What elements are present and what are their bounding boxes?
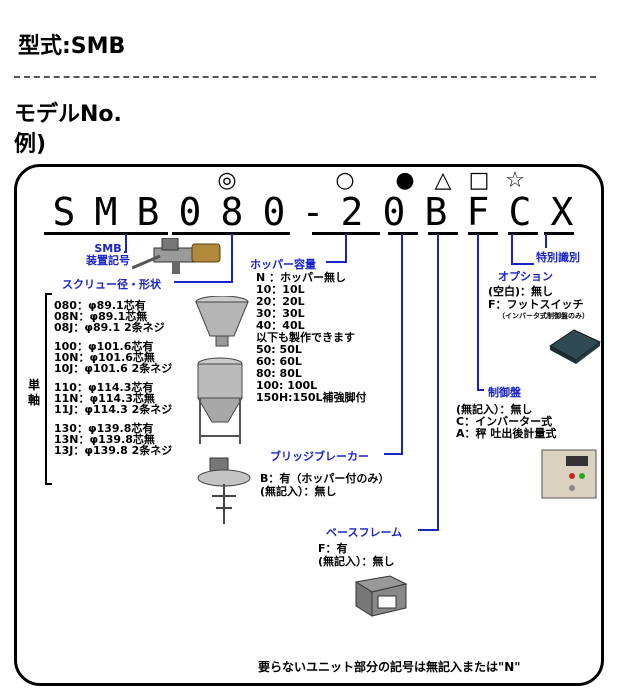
code-char-hyphen: - <box>301 190 325 234</box>
hopper-item: 100: 100L <box>256 379 318 392</box>
hopper-image <box>195 296 249 347</box>
code-char-0b: 0 <box>262 190 286 234</box>
label-device-mark: 装置記号 <box>86 254 130 267</box>
code-underline-base <box>428 232 458 235</box>
divider <box>14 76 596 78</box>
symbol-triangle: △ <box>434 168 452 193</box>
symbol-double-circle: ◎ <box>217 168 237 193</box>
base-item: (無記入）：無し <box>318 555 395 568</box>
symbol-circle: ○ <box>335 168 355 193</box>
screw-item: 100：φ101.6芯有 <box>54 340 154 353</box>
option-item: F：フットスイッチ <box>488 298 584 311</box>
code-underline-option <box>508 232 538 235</box>
screw-item: 11N：φ114.3芯無 <box>54 392 155 405</box>
screw-group: 130：φ139.8芯有 13N：φ139.8芯無 13J：φ139.8 2条ネ… <box>54 423 172 456</box>
code-char-0a: 0 <box>178 190 202 234</box>
hopper-item: 40：40L <box>256 319 305 332</box>
label-hopper: ホッパー容量 <box>250 258 316 271</box>
code-char-c: C <box>508 190 532 234</box>
screw-feeder-image <box>132 238 221 274</box>
code-char-0c: 0 <box>382 190 406 234</box>
screw-item: 13J：φ139.8 2条ネジ <box>54 444 173 457</box>
screw-group: 110：φ114.3芯有 11N：φ114.3芯無 11J：φ114.3 2条ネ… <box>54 382 172 415</box>
code-underline-bridge <box>388 232 418 235</box>
hopper-item: 20：20L <box>256 295 305 308</box>
base-list: F：有 (無記入）：無し <box>318 542 395 568</box>
hopper-item: 50: 50L <box>256 343 302 356</box>
label-screw: スクリュー径・形状 <box>62 278 161 291</box>
label-option: オプション <box>498 270 553 283</box>
code-char-s: S <box>52 190 76 234</box>
label-special: 特別識別 <box>536 251 580 264</box>
label-single-axis: 単軸 <box>28 378 41 407</box>
control-list: (無記入）：無し C：インバーター式 A：秤 吐出後計量式 <box>456 404 556 440</box>
screw-item: 130：φ139.8芯有 <box>54 422 154 435</box>
base-frame-image <box>354 575 408 617</box>
label-control-panel: 制御盤 <box>488 386 521 399</box>
control-item: (無記入）：無し <box>456 403 533 416</box>
option-note: （インバータ式制御盤のみ） <box>498 312 589 320</box>
control-item: C：インバーター式 <box>456 415 553 428</box>
label-bridge-breaker: ブリッジブレーカー <box>270 450 369 463</box>
code-char-8: 8 <box>220 190 244 234</box>
code-char-b: B <box>136 190 160 234</box>
option-list: (空白)：無し F：フットスイッチ （インバータ式制御盤のみ） <box>488 285 589 321</box>
screw-item: 08J：φ89.1 2条ネジ <box>54 321 165 334</box>
screw-list: 080：φ89.1芯有 08N：φ89.1芯無 08J：φ89.1 2条ネジ 1… <box>54 300 172 456</box>
screw-item: 110：φ114.3芯有 <box>54 381 154 394</box>
example-frame <box>14 164 604 686</box>
screw-item: 13N：φ139.8芯無 <box>54 433 155 446</box>
code-char-b2: B <box>424 190 448 234</box>
model-no-heading: モデルNo. <box>14 102 122 127</box>
bridge-list: B：有（ホッパー付のみ） (無記入）：無し <box>260 472 389 498</box>
hopper-item: 30：30L <box>256 307 305 320</box>
label-smb-code: SMB <box>94 242 122 255</box>
code-char-2: 2 <box>340 190 364 234</box>
hopper-item: 60: 60L <box>256 355 302 368</box>
bridge-item: (無記入）：無し <box>260 485 337 498</box>
footer-note: 要らないユニット部分の記号は無記入または"N" <box>258 660 521 674</box>
code-underline-smb <box>44 232 168 235</box>
control-item: A：秤 吐出後計量式 <box>456 427 557 440</box>
control-panel-image <box>541 449 597 499</box>
foot-switch-image <box>549 329 601 364</box>
example-heading: 例) <box>14 132 47 157</box>
screw-item: 080：φ89.1芯有 <box>54 299 146 312</box>
code-char-f: F <box>466 190 490 234</box>
code-underline-special <box>544 232 574 235</box>
symbol-filled-circle: ● <box>395 168 415 193</box>
option-item: (空白)：無し <box>488 285 554 298</box>
base-item: F：有 <box>318 542 348 555</box>
code-underline-hopper <box>312 232 380 235</box>
screw-item: 10J：φ101.6 2条ネジ <box>54 362 173 375</box>
hopper-item: 80: 80L <box>256 367 302 380</box>
hopper-item: 以下も製作できます <box>256 331 355 344</box>
code-underline-screw <box>172 232 290 235</box>
symbol-square: □ <box>468 168 490 193</box>
screw-item: 11J：φ114.3 2条ネジ <box>54 403 173 416</box>
screw-item: 10N：φ101.6芯無 <box>54 351 155 364</box>
hopper-item: 150H:150L補強脚付 <box>256 391 367 404</box>
screw-group: 080：φ89.1芯有 08N：φ89.1芯無 08J：φ89.1 2条ネジ <box>54 300 172 333</box>
label-base-frame: ベースフレーム <box>326 526 403 539</box>
code-char-m: M <box>94 190 118 234</box>
hopper-list: N ：ホッパー無し 10：10L 20：20L 30：30L 40：40L 以下… <box>256 272 367 404</box>
bridge-breaker-image <box>197 457 251 524</box>
symbol-star: ☆ <box>505 168 525 193</box>
bridge-item: B：有（ホッパー付のみ） <box>260 472 390 485</box>
screw-item: 08N：φ89.1芯無 <box>54 310 148 323</box>
hopper-item: N ：ホッパー無し <box>256 271 347 284</box>
code-underline-control <box>468 232 498 235</box>
code-char-x: X <box>550 190 574 234</box>
hopper-item: 10：10L <box>256 283 305 296</box>
label-smb: SMB 装置記号 <box>86 243 130 267</box>
model-title: 型式:SMB <box>18 34 126 59</box>
hopper-with-legs-image <box>197 357 243 444</box>
screw-group: 100：φ101.6芯有 10N：φ101.6芯無 10J：φ101.6 2条ネ… <box>54 341 172 374</box>
